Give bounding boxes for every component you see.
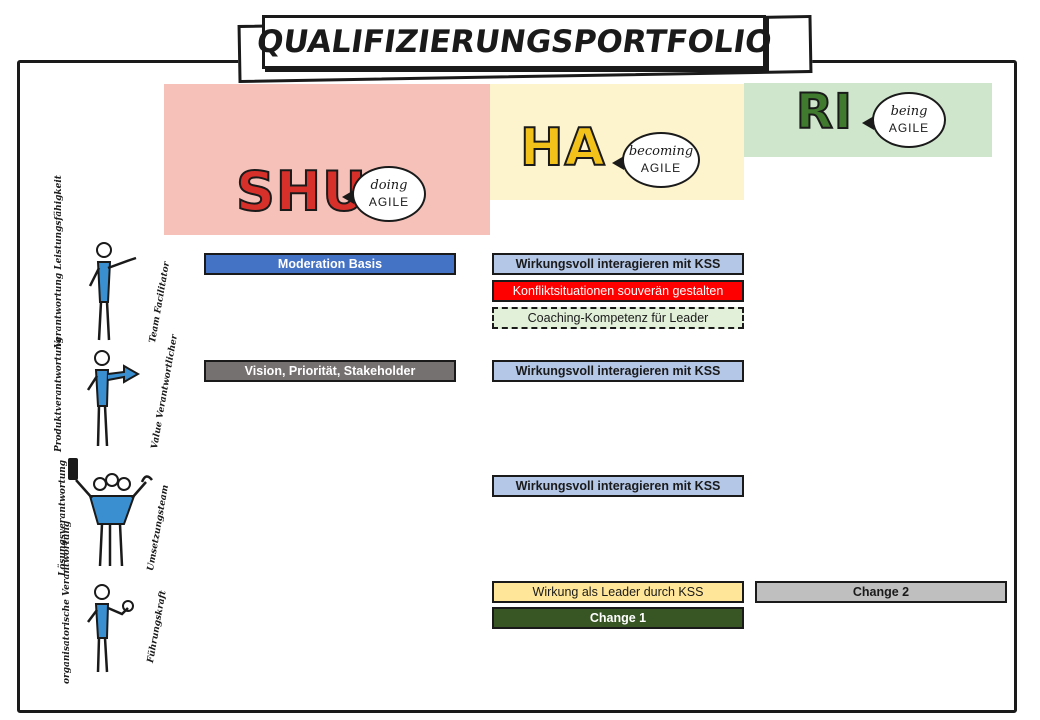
speech-bubble-ha: becoming AGILE <box>612 132 700 188</box>
stage-ha-title: HA <box>519 117 606 179</box>
module-change-2[interactable]: Change 2 <box>755 581 1007 603</box>
bubble-ha-bottom: AGILE <box>640 161 682 175</box>
bubble-shu-bottom: AGILE <box>368 195 410 209</box>
team-figure-icon <box>68 458 153 567</box>
bubble-ha-top: becoming <box>628 144 694 159</box>
module-vision-prioritaet[interactable]: Vision, Priorität, Stakeholder <box>204 360 456 382</box>
stage-ri-title: RI <box>795 83 853 141</box>
bubble-ri-bottom: AGILE <box>888 121 930 135</box>
role-2-left-label: Produktverantwortung <box>54 336 64 452</box>
module-wirkungsvoll-kss-1[interactable]: Wirkungsvoll interagieren mit KSS <box>492 253 744 275</box>
module-wirkungsvoll-kss-2[interactable]: Wirkungsvoll interagieren mit KSS <box>492 360 744 382</box>
speech-bubble-shu: doing AGILE <box>342 166 426 222</box>
page-title: QUALIFIZIERUNGSPORTFOLIO <box>254 24 774 60</box>
module-moderation-basis[interactable]: Moderation Basis <box>204 253 456 275</box>
product-owner-figure-icon <box>86 350 141 447</box>
module-wirkung-als-leader[interactable]: Wirkung als Leader durch KSS <box>492 581 744 603</box>
module-wirkungsvoll-kss-3[interactable]: Wirkungsvoll interagieren mit KSS <box>492 475 744 497</box>
speech-bubble-ri: being AGILE <box>862 92 946 148</box>
module-change-1[interactable]: Change 1 <box>492 607 744 629</box>
stage-shu-area <box>164 84 490 235</box>
role-1-left-label: Verantwortung Leistungsfähigkeit <box>54 175 64 348</box>
stage-ha-area <box>490 84 744 200</box>
title-banner: QUALIFIZIERUNGSPORTFOLIO <box>254 15 774 69</box>
module-konfliktsituationen[interactable]: Konfliktsituationen souverän gestalten <box>492 280 744 302</box>
module-coaching-kompetenz[interactable]: Coaching-Kompetenz für Leader <box>492 307 744 329</box>
leader-figure-icon <box>87 584 134 673</box>
bubble-ri-top: being <box>890 104 928 119</box>
facilitator-figure-icon <box>88 242 137 341</box>
bubble-shu-top: doing <box>370 178 408 193</box>
